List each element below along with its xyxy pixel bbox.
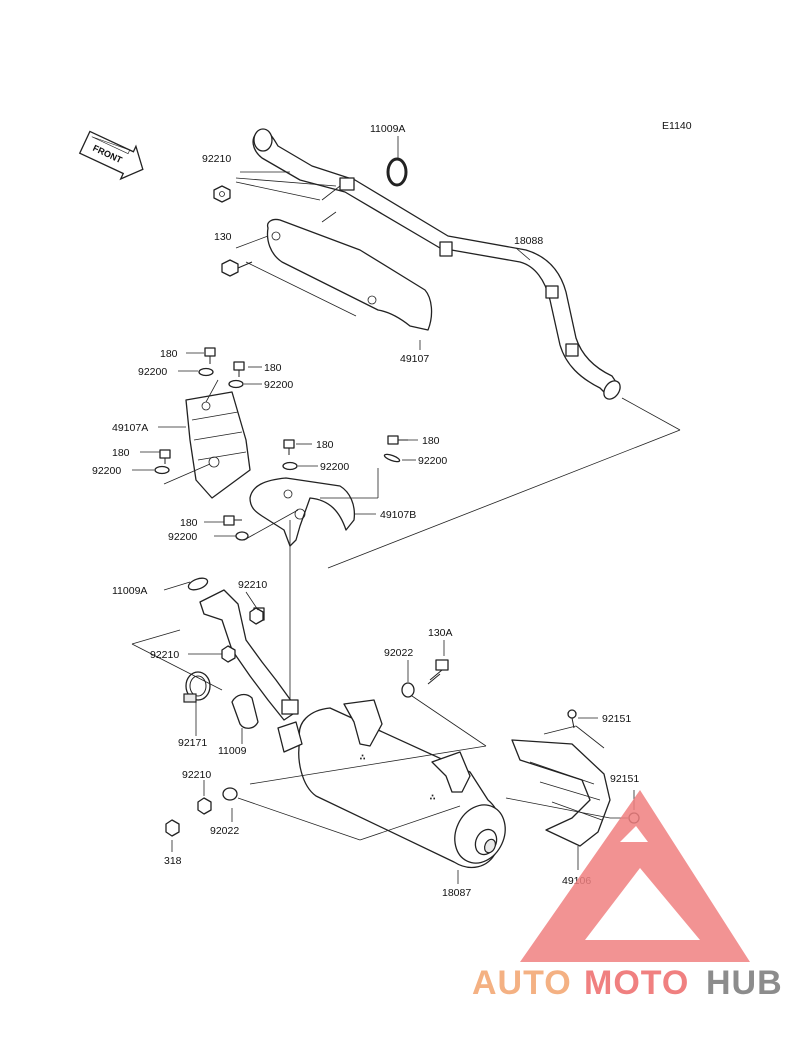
leader-lines-mid [132,352,418,700]
watermark-moto: MOTO [584,964,689,1002]
label-180-a: 180 [160,348,178,360]
heat-shield-49107 [266,218,433,331]
label-180-f: 180 [180,517,198,529]
nut-92210-mid [249,607,264,625]
label-92200-d: 92200 [320,461,349,473]
label-92200-f: 92200 [168,531,197,543]
washer-92022-low [222,787,238,801]
label-18088: 18088 [514,235,543,247]
label-130: 130 [214,231,232,243]
label-11009A-top: 11009A [370,123,405,135]
svg-text:∴: ∴ [360,753,365,762]
bolt-130 [221,259,253,277]
label-180-d: 180 [316,439,334,451]
front-arrow-icon: FRONT [78,130,144,181]
label-92171: 92171 [178,737,207,749]
leader-lines-upper [235,136,681,569]
label-180-b: 180 [264,362,282,374]
nut-318 [165,819,180,837]
svg-text:∴: ∴ [430,793,435,802]
label-92210-top: 92210 [202,153,231,165]
label-92200-e: 92200 [418,455,447,467]
label-11009: 11009 [218,745,247,757]
watermark-hub: HUB [706,964,783,1002]
watermark-auto: AUTO [472,964,572,1002]
heat-shield-49107A [185,391,251,499]
part-labels: 11009A 92210 130 18088 49107 180 92200 1… [92,123,639,899]
heat-shield-49107B [249,477,356,547]
label-11009A-mid: 11009A [112,585,147,597]
label-180-e: 180 [422,435,440,447]
gasket-ring-top [386,157,408,187]
diagram-code: E1140 [662,120,692,132]
label-92022-low: 92022 [210,825,239,837]
label-180-c: 180 [112,447,130,459]
watermark-logo [520,790,750,962]
label-92200-b: 92200 [264,379,293,391]
leader-lines-lower [131,581,635,884]
label-318: 318 [164,855,182,867]
label-130A: 130A [428,627,453,639]
label-92210-mid: 92210 [238,579,267,591]
nut-92210-low [197,797,212,815]
label-49107A: 49107A [112,422,148,434]
label-92210-low: 92210 [182,769,211,781]
label-49107: 49107 [400,353,429,365]
label-92200-a: 92200 [138,366,167,378]
header-pipe-18088 [252,128,621,400]
label-92022-top: 92022 [384,647,413,659]
nut-92210-top [213,185,231,203]
label-49107B: 49107B [380,509,416,521]
label-92151-top: 92151 [602,713,631,725]
nut-92210-left [221,645,236,663]
washer-92022-top [401,682,415,698]
clamp-92171 [183,671,211,703]
watermark-text: AUTO MOTO HUB [472,964,783,1002]
gasket-11009 [231,693,259,729]
bolt-130A [427,659,449,685]
label-92151-right: 92151 [610,773,639,785]
label-18087: 18087 [442,887,471,899]
label-92210-left: 92210 [150,649,179,661]
muffler-18087: ∴ ∴ [277,699,506,869]
label-92200-c: 92200 [92,465,121,477]
